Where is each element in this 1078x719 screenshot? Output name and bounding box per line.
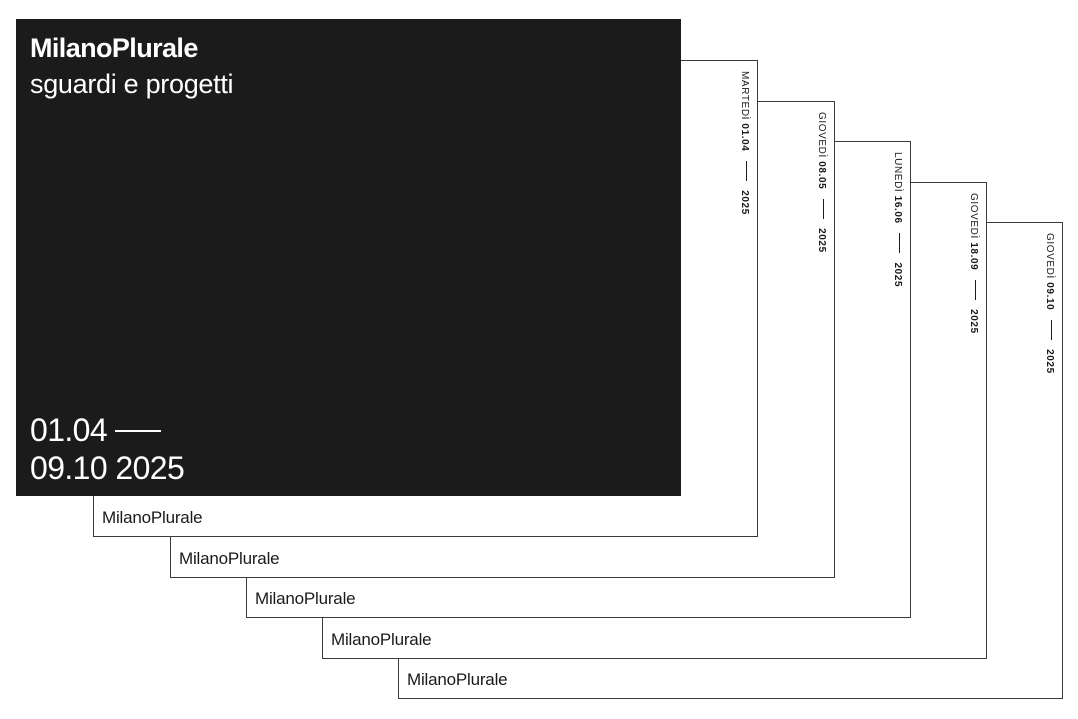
event-card-date: GIOVEDÌ 18.09 2025 [968,193,979,334]
event-year: 2025 [1044,349,1055,374]
event-card-date: LUNEDÌ 16.06 2025 [892,152,903,287]
event-day-month: 09.10 [1044,282,1055,311]
cover-subtitle: sguardi e progetti [30,69,234,99]
cover-date-range: 01.04 09.10 2025 [30,411,185,487]
date-separator [1051,319,1053,340]
range-dash [115,429,162,432]
range-start: 01.04 [30,412,108,448]
event-weekday: LUNEDÌ [892,152,903,193]
event-weekday: MARTEDÌ [739,71,750,121]
event-weekday: GIOVEDÌ [1044,233,1055,279]
date-separator [899,233,901,254]
date-separator [746,160,748,181]
event-year: 2025 [968,309,979,334]
cover-card: MilanoPlurale sguardi e progetti 01.04 0… [16,19,681,496]
event-card-date: MARTEDÌ 01.04 2025 [739,71,750,215]
event-card-date: GIOVEDÌ 08.05 2025 [816,112,827,253]
event-year: 2025 [892,262,903,288]
event-card-name: MilanoPlurale [179,549,280,568]
event-day-month: 16.06 [892,195,903,224]
event-day-month: 01.04 [739,123,750,152]
range-end: 09.10 2025 [30,450,185,486]
event-card-name: MilanoPlurale [331,630,432,649]
date-separator [823,198,825,219]
event-card-name: MilanoPlurale [102,508,203,527]
cover-title: MilanoPlurale [30,33,198,63]
event-year: 2025 [816,228,827,253]
event-weekday: GIOVEDÌ [968,193,979,239]
date-separator [975,279,977,300]
event-weekday: GIOVEDÌ [816,112,827,158]
event-card-date: GIOVEDÌ 09.10 2025 [1044,233,1055,374]
event-day-month: 18.09 [968,242,979,271]
event-card-name: MilanoPlurale [255,589,356,608]
event-year: 2025 [739,190,750,215]
event-card-name: MilanoPlurale [407,670,508,689]
event-day-month: 08.05 [816,161,827,190]
